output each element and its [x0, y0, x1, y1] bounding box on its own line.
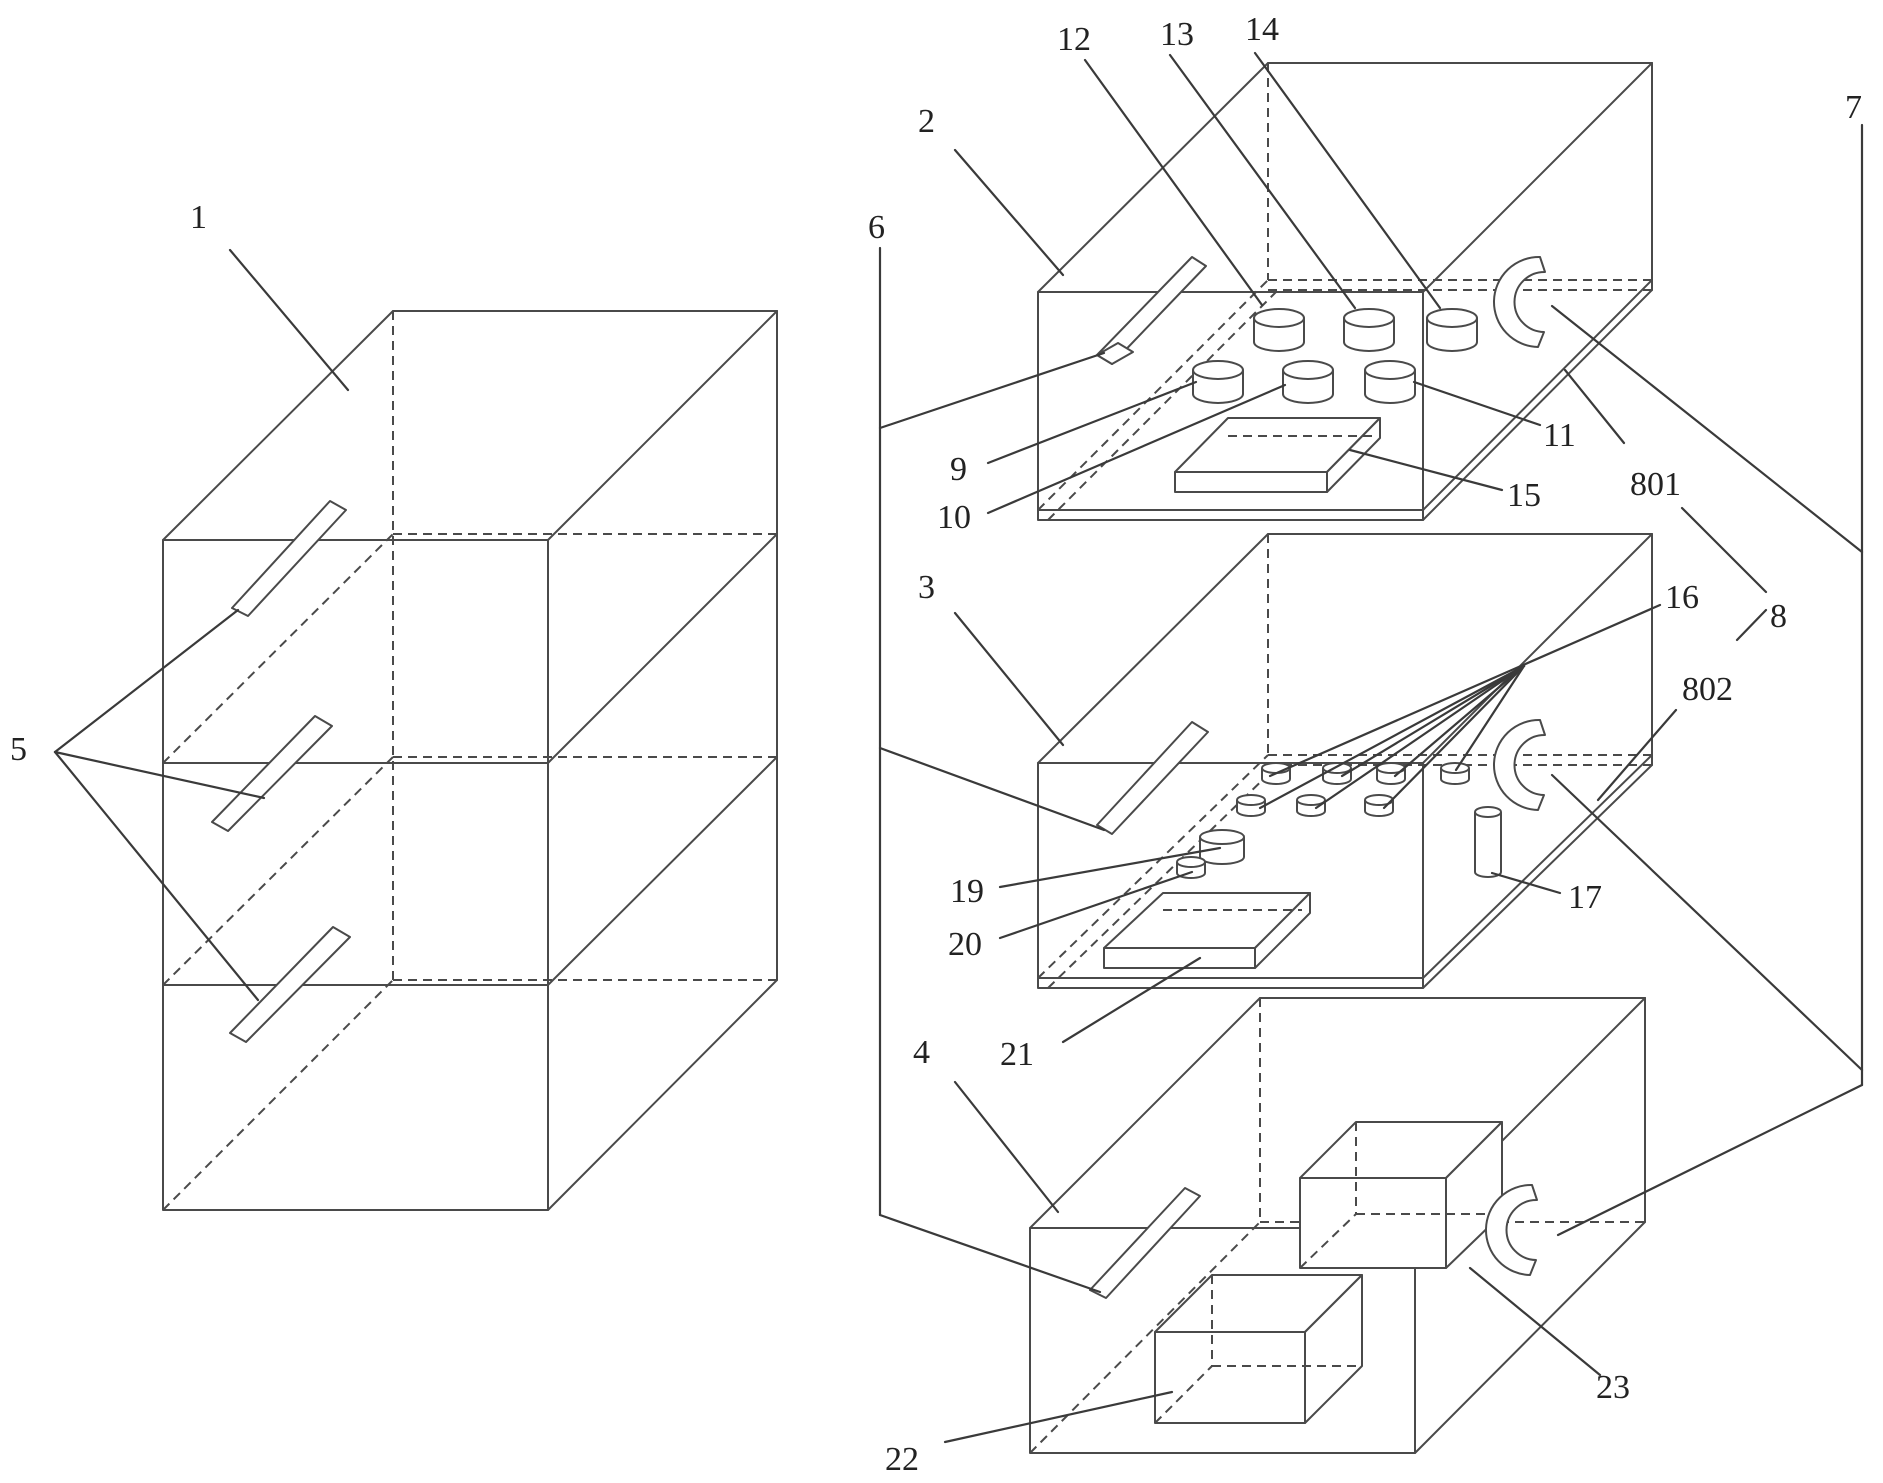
arc-fitting — [1492, 718, 1546, 811]
label-6: 6 — [868, 209, 885, 246]
label-23: 23 — [1596, 1369, 1630, 1406]
container-9 — [1192, 360, 1244, 404]
label-3: 3 — [918, 569, 935, 606]
label-21: 21 — [1000, 1036, 1034, 1073]
tube-17 — [1474, 806, 1502, 878]
label-13: 13 — [1160, 16, 1194, 53]
handle — [211, 715, 333, 832]
label-12: 12 — [1057, 21, 1091, 58]
assembled-cabinet — [162, 310, 778, 1211]
container-16 — [1440, 762, 1470, 785]
box-22 — [1154, 1274, 1363, 1424]
label-17: 17 — [1568, 879, 1602, 916]
label-5: 5 — [10, 731, 27, 768]
container-11 — [1364, 360, 1416, 404]
container-16 — [1236, 794, 1266, 817]
label-22: 22 — [885, 1441, 919, 1478]
box-23 — [1299, 1121, 1503, 1269]
label-10: 10 — [937, 499, 971, 536]
module-2 — [1037, 62, 1653, 521]
container-13 — [1343, 308, 1395, 352]
arc-fitting — [1492, 255, 1546, 348]
label-7: 7 — [1845, 89, 1862, 126]
container-14 — [1426, 308, 1478, 352]
label-16: 16 — [1665, 579, 1699, 616]
label-4: 4 — [913, 1034, 930, 1071]
container-19 — [1199, 829, 1245, 865]
handle — [231, 500, 347, 617]
label-19: 19 — [950, 873, 984, 910]
container-12 — [1253, 308, 1305, 352]
handle — [1089, 1187, 1201, 1299]
label-14: 14 — [1245, 11, 1279, 48]
label-15: 15 — [1507, 477, 1541, 514]
label-20: 20 — [948, 926, 982, 963]
handle — [229, 926, 351, 1043]
module-4 — [1029, 997, 1646, 1454]
label-9: 9 — [950, 451, 967, 488]
label-801: 801 — [1630, 466, 1681, 503]
label-2: 2 — [918, 103, 935, 140]
container-16 — [1364, 794, 1394, 817]
handle — [1096, 342, 1134, 365]
label-802: 802 — [1682, 671, 1733, 708]
container-16 — [1376, 762, 1406, 785]
label-1: 1 — [190, 199, 207, 236]
handle — [1096, 721, 1209, 835]
container-10 — [1282, 360, 1334, 404]
label-11: 11 — [1543, 417, 1576, 454]
label-8: 8 — [1770, 598, 1787, 635]
module-3 — [1037, 533, 1653, 989]
